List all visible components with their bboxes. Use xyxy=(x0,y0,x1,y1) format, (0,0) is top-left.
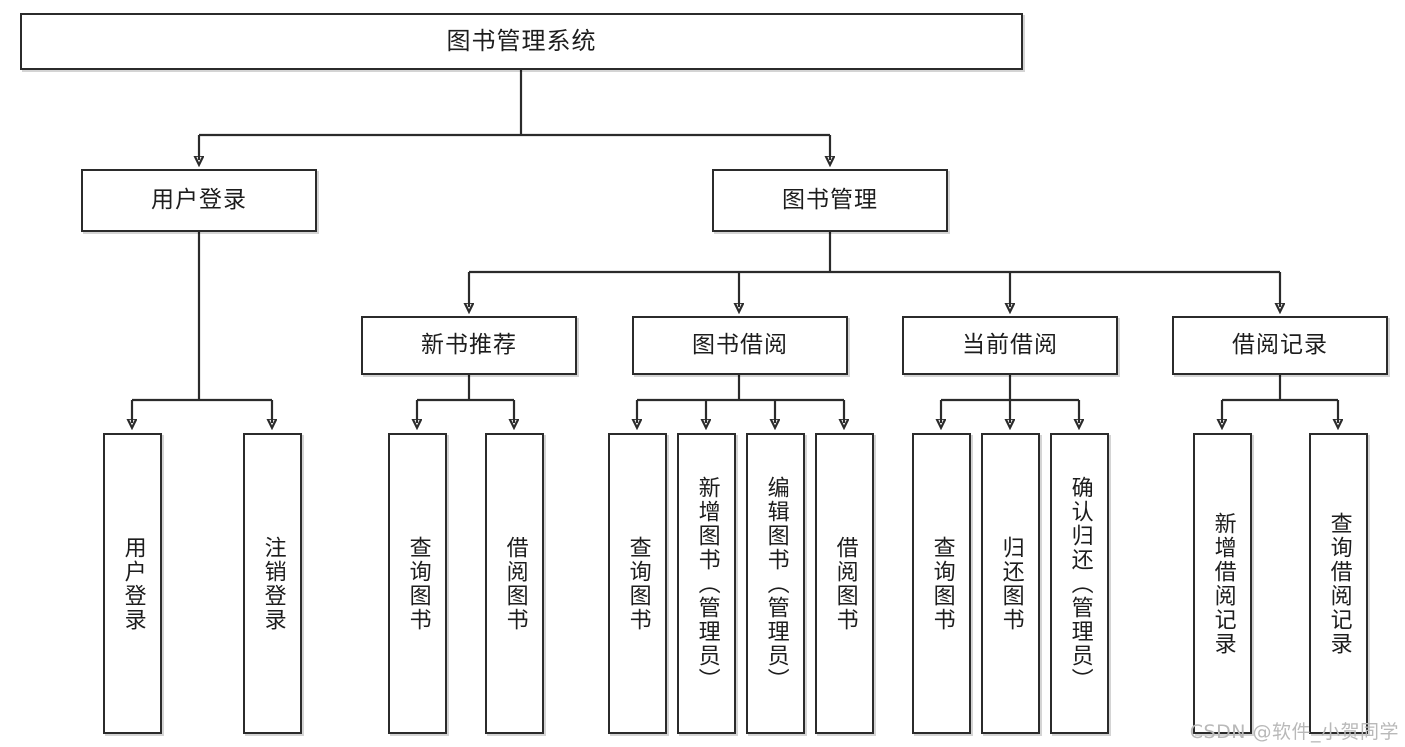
leaf-query-book-current[interactable]: 查询图书 xyxy=(912,433,971,734)
node-label: 借阅图书 xyxy=(832,535,858,632)
node-book-borrow[interactable]: 图书借阅 xyxy=(632,316,848,375)
node-label: 借阅图书 xyxy=(502,535,528,632)
leaf-borrow-book[interactable]: 借阅图书 xyxy=(815,433,874,734)
node-book-management[interactable]: 图书管理 xyxy=(712,169,948,232)
node-label: 查询图书 xyxy=(929,535,955,632)
node-label: 注销登录 xyxy=(260,535,286,632)
node-label: 借阅记录 xyxy=(1232,331,1328,358)
node-label: 编辑图书（管理员） xyxy=(763,475,789,692)
leaf-confirm-return-admin[interactable]: 确认归还（管理员） xyxy=(1050,433,1109,734)
node-label: 用户登录 xyxy=(120,535,146,632)
node-label: 确认归还（管理员） xyxy=(1067,475,1093,692)
leaf-add-book-admin[interactable]: 新增图书（管理员） xyxy=(677,433,736,734)
node-label: 图书管理 xyxy=(782,186,878,213)
leaf-user-login[interactable]: 用户登录 xyxy=(103,433,162,734)
node-label: 查询图书 xyxy=(405,535,431,632)
watermark: CSDN @软件_小贺同学 xyxy=(1189,721,1399,743)
node-label: 图书借阅 xyxy=(692,331,788,358)
leaf-query-book[interactable]: 查询图书 xyxy=(608,433,667,734)
leaf-query-borrow-record[interactable]: 查询借阅记录 xyxy=(1309,433,1368,734)
node-user-login[interactable]: 用户登录 xyxy=(81,169,317,232)
node-label: 当前借阅 xyxy=(962,331,1058,358)
node-label: 查询借阅记录 xyxy=(1326,511,1352,656)
leaf-logout[interactable]: 注销登录 xyxy=(243,433,302,734)
node-label: 归还图书 xyxy=(998,535,1024,632)
node-label: 查询图书 xyxy=(625,535,651,632)
node-root-book-management-system[interactable]: 图书管理系统 xyxy=(20,13,1023,70)
node-label: 图书管理系统 xyxy=(446,27,597,56)
node-borrow-record[interactable]: 借阅记录 xyxy=(1172,316,1388,375)
leaf-add-borrow-record[interactable]: 新增借阅记录 xyxy=(1193,433,1252,734)
node-label: 新书推荐 xyxy=(421,331,517,358)
node-current-borrow[interactable]: 当前借阅 xyxy=(902,316,1118,375)
node-new-book-recommend[interactable]: 新书推荐 xyxy=(361,316,577,375)
leaf-borrow-book-new[interactable]: 借阅图书 xyxy=(485,433,544,734)
leaf-return-book[interactable]: 归还图书 xyxy=(981,433,1040,734)
node-label: 新增借阅记录 xyxy=(1210,511,1236,656)
leaf-edit-book-admin[interactable]: 编辑图书（管理员） xyxy=(746,433,805,734)
node-label: 用户登录 xyxy=(151,186,247,213)
node-label: 新增图书（管理员） xyxy=(694,475,720,692)
leaf-query-book-new[interactable]: 查询图书 xyxy=(388,433,447,734)
